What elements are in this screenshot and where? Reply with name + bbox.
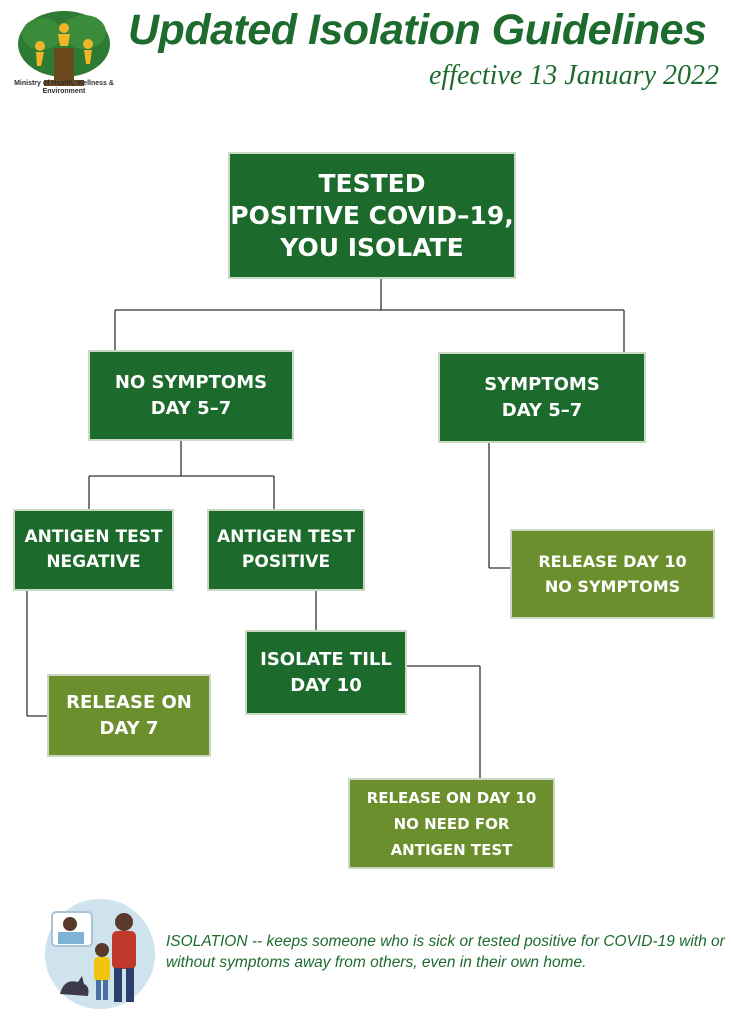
isolate-day10-box: ISOLATE TILL DAY 10 xyxy=(245,630,407,715)
root-box: TESTED POSITIVE COVID–19, YOU ISOLATE xyxy=(228,152,516,279)
family-illustration-icon xyxy=(45,899,155,1009)
release-day7-box: RELEASE ON DAY 7 xyxy=(47,674,211,757)
release-day10-no-test-box: RELEASE ON DAY 10 NO NEED FOR ANTIGEN TE… xyxy=(348,778,555,869)
logo-caption: Ministry of Health, Wellness & Environme… xyxy=(14,80,114,95)
antigen-positive-box: ANTIGEN TEST POSITIVE xyxy=(207,509,365,591)
isolation-definition: ISOLATION -- keeps someone who is sick o… xyxy=(166,933,725,971)
symptoms-box: SYMPTOMS DAY 5–7 xyxy=(438,352,646,443)
ministry-logo-icon xyxy=(18,11,110,86)
page-subtitle: effective 13 January 2022 xyxy=(428,60,719,91)
page-title: Updated Isolation Guidelines xyxy=(128,6,707,54)
no-symptoms-box: NO SYMPTOMS DAY 5–7 xyxy=(88,350,294,441)
release-day10-no-symptoms-box: RELEASE DAY 10 NO SYMPTOMS xyxy=(510,529,715,619)
antigen-negative-box: ANTIGEN TEST NEGATIVE xyxy=(13,509,174,591)
